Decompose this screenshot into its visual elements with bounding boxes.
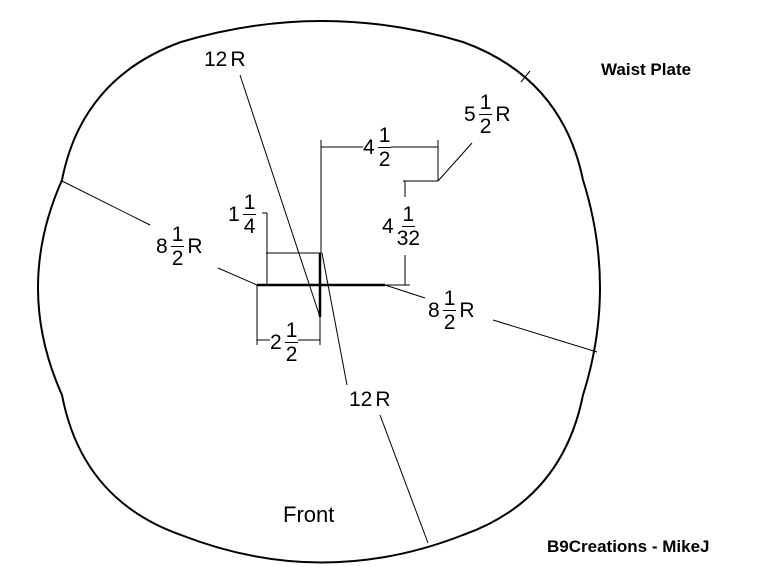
denominator: 2	[171, 247, 184, 270]
radius-12-bottom-line	[321, 252, 348, 386]
drawing-title: Waist Plate	[601, 60, 692, 79]
radius-8-left-line-2	[217, 267, 258, 286]
credit-text: B9Creations - MikeJ	[547, 537, 710, 556]
whole: 8	[428, 299, 440, 322]
whole: 12	[204, 48, 228, 71]
numerator: 1	[401, 203, 416, 227]
radius-12-top-label: 12 R	[204, 49, 246, 70]
radius-8-left-line	[61, 180, 151, 226]
denominator: 2	[378, 148, 391, 171]
numerator: 1	[377, 124, 392, 148]
whole: 4	[363, 136, 375, 159]
numerator: 1	[242, 191, 257, 215]
radius-12-bottom-label: 12 R	[349, 389, 391, 410]
whole: 2	[270, 331, 282, 354]
radius-8-right-line-2	[492, 319, 598, 353]
denominator: 2	[285, 343, 298, 366]
front-label: Front	[283, 502, 335, 527]
whole: 12	[349, 388, 373, 411]
whole: 1	[228, 203, 240, 226]
radius-5-tick	[520, 70, 531, 83]
plate-outline	[37, 20, 601, 564]
unit: R	[375, 388, 391, 411]
denominator: 32	[396, 227, 421, 250]
unit: R	[187, 235, 203, 258]
radius-5-leader	[437, 142, 473, 182]
radius-8-right-line	[384, 284, 426, 299]
whole: 5	[464, 103, 476, 126]
denominator: 4	[243, 215, 256, 238]
unit: R	[495, 103, 511, 126]
unit: R	[459, 299, 475, 322]
numerator: 1	[442, 287, 457, 311]
denominator: 2	[479, 115, 492, 138]
radius-12-bottom-line-2	[379, 414, 429, 544]
numerator: 1	[284, 319, 299, 343]
unit: R	[230, 48, 246, 71]
numerator: 1	[478, 91, 493, 115]
radius-12-top-line	[239, 74, 321, 318]
numerator: 1	[170, 223, 185, 247]
denominator: 2	[443, 311, 456, 334]
whole: 4	[382, 215, 394, 238]
whole: 8	[156, 235, 168, 258]
